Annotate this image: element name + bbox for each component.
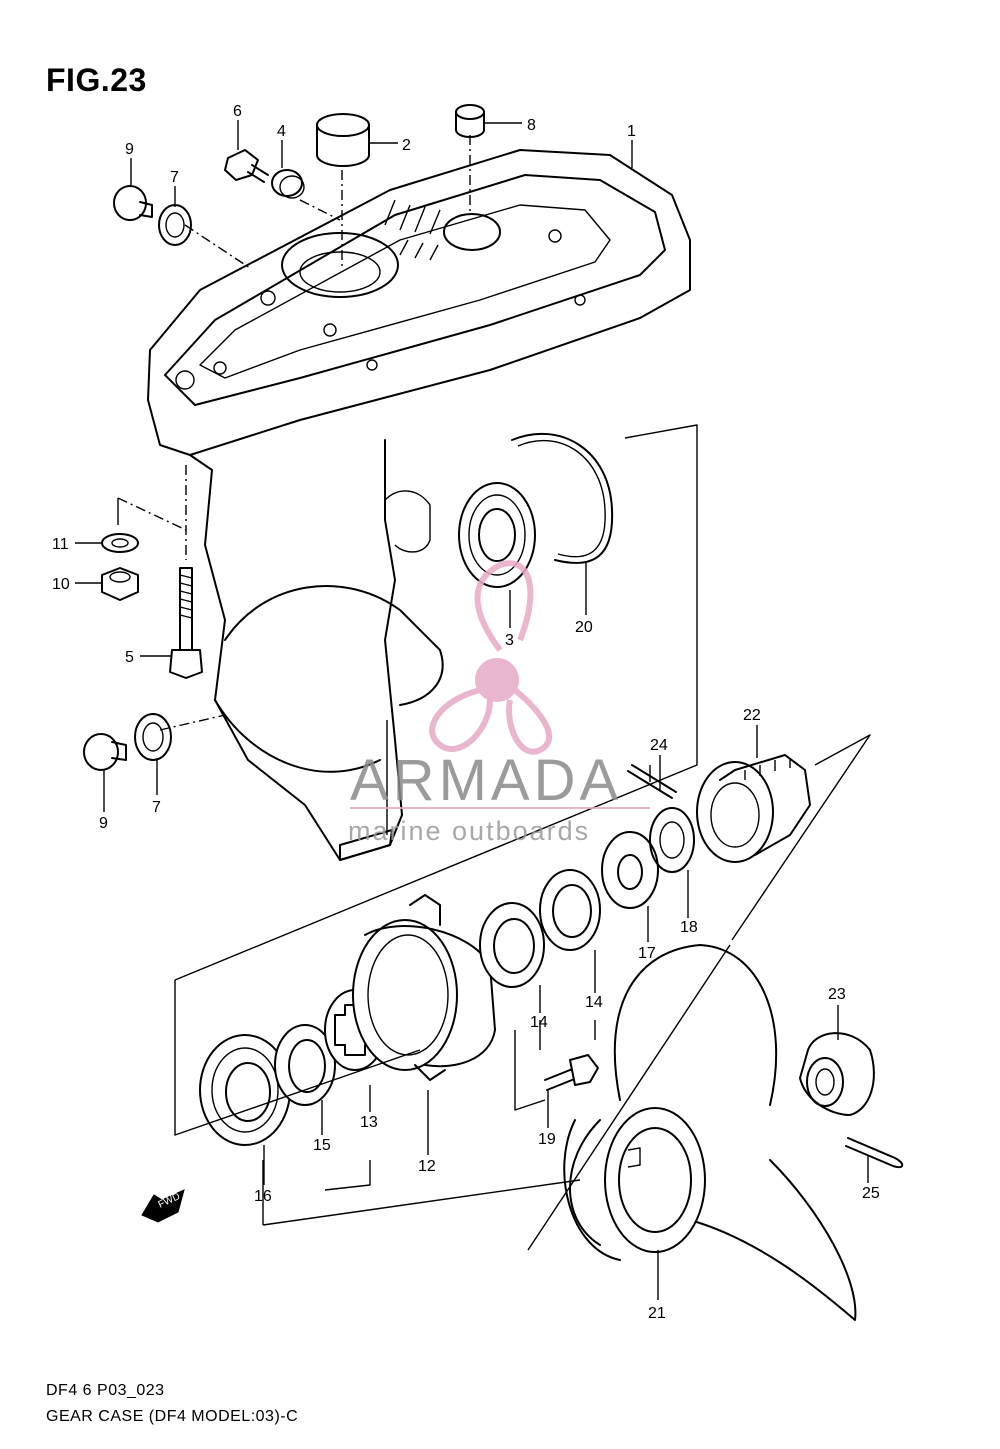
figure-title: FIG.23 bbox=[46, 62, 147, 98]
part-12-bearing-housing bbox=[352, 894, 496, 1081]
forward-direction-arrow: FWD bbox=[141, 1189, 185, 1223]
callout-12: 12 bbox=[418, 1158, 436, 1175]
callout-10: 10 bbox=[52, 576, 70, 593]
callout-20: 20 bbox=[575, 619, 593, 636]
callout-1: 1 bbox=[627, 123, 636, 140]
part-18-washer bbox=[649, 807, 695, 873]
part-25-cotter-pin bbox=[845, 1137, 904, 1169]
part-20-o-ring bbox=[511, 432, 614, 564]
part-4-spacer bbox=[271, 169, 305, 199]
callout-24: 24 bbox=[650, 737, 668, 754]
propeller-logo-icon bbox=[429, 560, 553, 755]
callout-9-lower: 9 bbox=[99, 815, 108, 832]
part-14-oil-seal-a bbox=[479, 902, 545, 988]
part-21-propeller bbox=[563, 944, 857, 1321]
callout-23: 23 bbox=[828, 986, 846, 1003]
part-19-bolt bbox=[544, 1054, 599, 1091]
part-6-bolt bbox=[224, 149, 269, 183]
callout-7-lower: 7 bbox=[152, 799, 161, 816]
part-11-washer bbox=[101, 533, 139, 553]
callout-14-a: 14 bbox=[530, 1014, 548, 1031]
watermark: ARMADA marine outboards bbox=[348, 560, 650, 846]
callout-11: 11 bbox=[52, 536, 69, 553]
watermark-tagline: marine outboards bbox=[348, 816, 590, 846]
callout-9-upper: 9 bbox=[125, 141, 134, 158]
callout-5: 5 bbox=[125, 649, 134, 666]
part-16-bearing bbox=[199, 1034, 291, 1146]
part-9-drain-plug-lower bbox=[83, 733, 127, 771]
callout-19: 19 bbox=[538, 1131, 556, 1148]
callout-16: 16 bbox=[254, 1188, 272, 1205]
callout-13: 13 bbox=[360, 1114, 378, 1131]
part-9-drain-plug-upper bbox=[113, 185, 153, 221]
callout-3: 3 bbox=[505, 632, 514, 649]
callout-7-upper: 7 bbox=[170, 169, 179, 186]
callout-17: 17 bbox=[638, 945, 656, 962]
callout-numbers: 1 2 3 4 5 6 7 7 8 9 9 10 11 12 13 14 14 … bbox=[52, 103, 880, 1322]
part-8-grommet bbox=[455, 104, 485, 138]
callout-15: 15 bbox=[313, 1137, 331, 1154]
watermark-brand: ARMADA bbox=[350, 748, 622, 813]
part-24-pin bbox=[627, 764, 677, 799]
part-10-nut bbox=[101, 567, 139, 601]
part-23-propeller-nut bbox=[799, 1032, 875, 1116]
callout-8: 8 bbox=[527, 117, 536, 134]
diagram-description: GEAR CASE (DF4 MODEL:03)-C bbox=[46, 1408, 299, 1425]
callout-18: 18 bbox=[680, 919, 698, 936]
part-5-stud-bolt bbox=[169, 567, 203, 679]
callout-2: 2 bbox=[402, 137, 411, 154]
callout-25: 25 bbox=[862, 1185, 880, 1202]
assembly-guide-lines bbox=[75, 120, 871, 1300]
part-17-thrust-piece bbox=[601, 831, 659, 909]
callout-22: 22 bbox=[743, 707, 761, 724]
gear-case-housing bbox=[147, 149, 691, 861]
callout-6: 6 bbox=[233, 103, 242, 120]
callout-21: 21 bbox=[648, 1305, 666, 1322]
part-7-gasket-lower bbox=[134, 713, 172, 761]
diagram-code: DF4 6 P03_023 bbox=[46, 1382, 165, 1399]
callout-4: 4 bbox=[277, 123, 286, 140]
part-22-propeller-bushing bbox=[696, 754, 811, 863]
part-3-bearing bbox=[458, 482, 536, 588]
part-14-oil-seal-b bbox=[539, 869, 601, 951]
part-2-bushing bbox=[316, 113, 370, 167]
callout-14-b: 14 bbox=[585, 994, 603, 1011]
